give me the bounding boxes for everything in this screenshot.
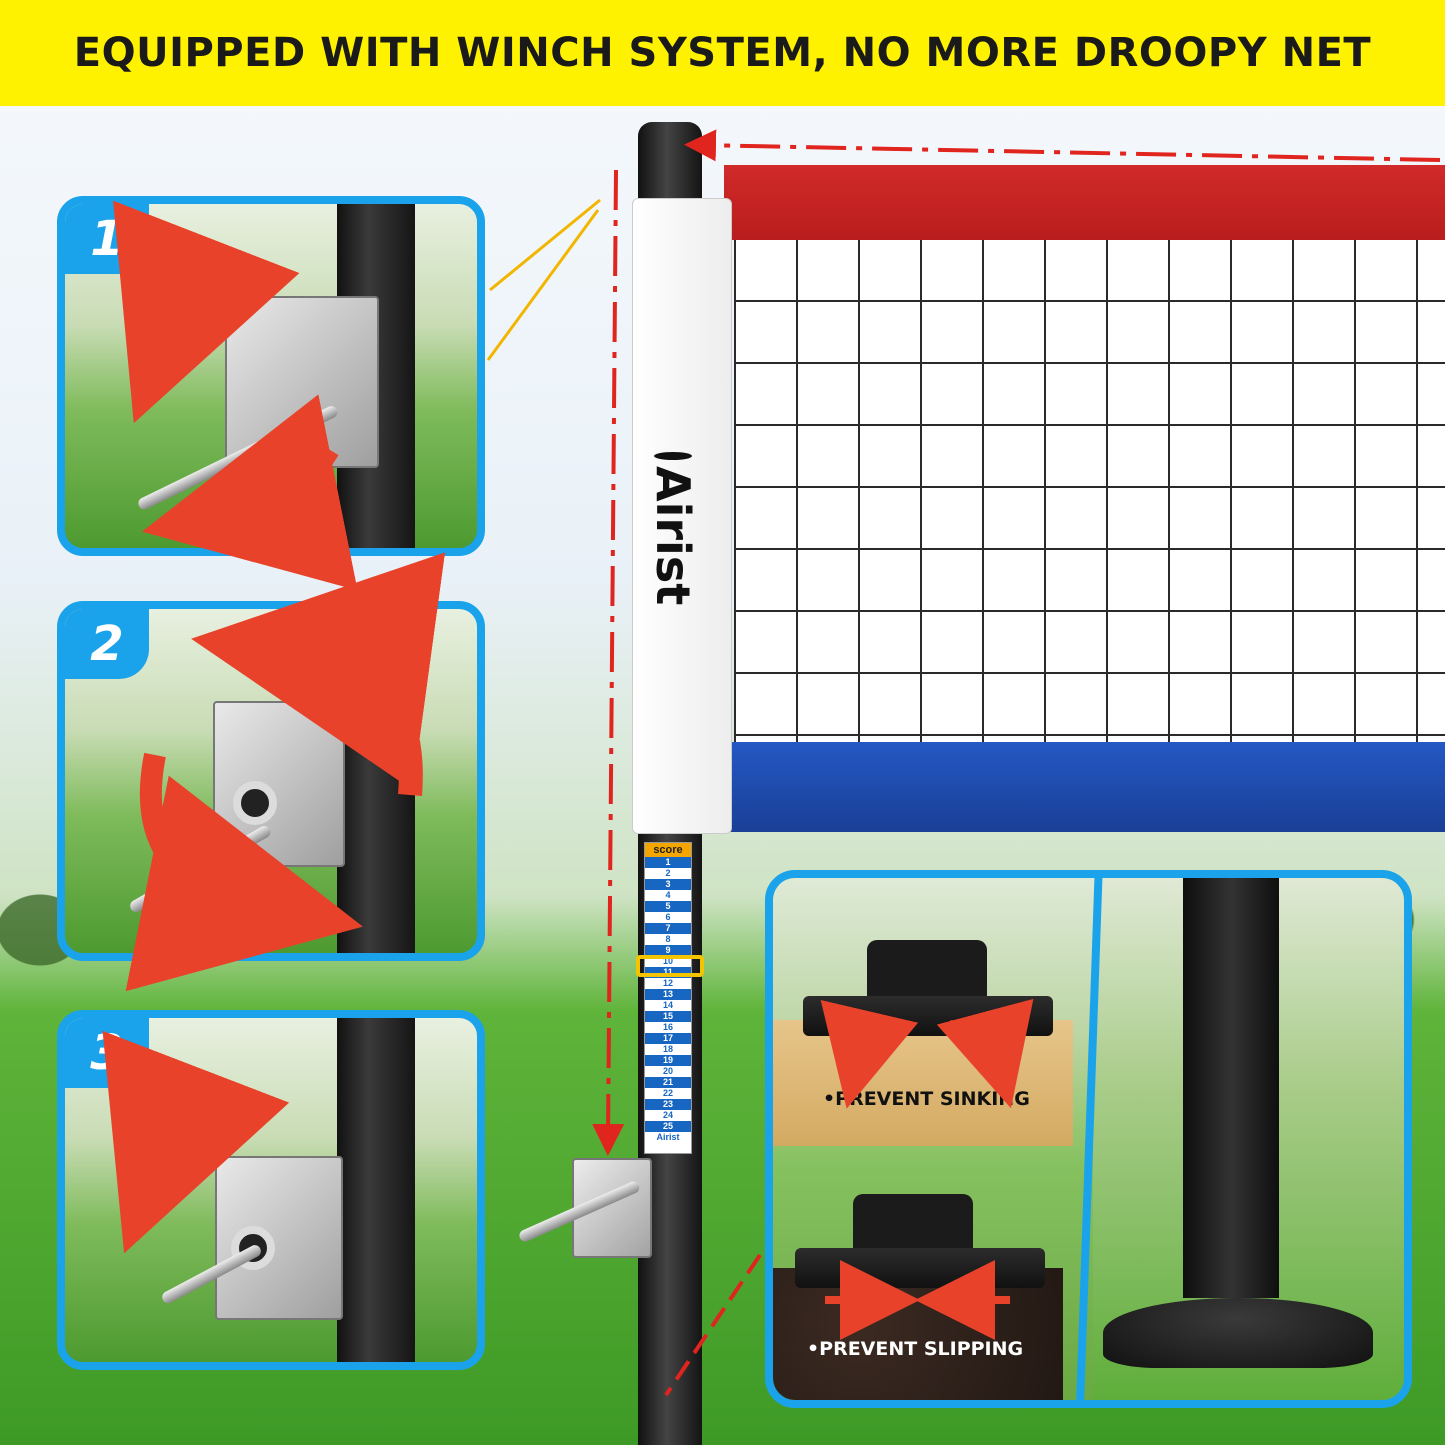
step-3-badge: 3 [65,1018,149,1088]
score-header: score [645,843,691,857]
step-3-pole [337,1018,415,1362]
step-panel-1: 1 [57,196,485,556]
base-mount-2 [795,1248,1045,1288]
score-row: 7 [645,923,691,934]
tension-path-arrow-icon [684,129,1441,162]
pole-sleeve [632,198,732,834]
winch-handle-icon [128,823,273,915]
score-row: 10 [645,956,691,967]
airist-logo-icon [654,452,692,460]
score-row: 14 [645,1000,691,1011]
net-top-band [724,165,1445,240]
score-footer: Airist [656,1132,680,1142]
score-row: 24 [645,1110,691,1121]
tension-path-down-arrow-icon [592,169,625,1156]
step-2-number: 2 [90,616,124,672]
guy-rope [486,198,601,361]
step-2-pole [337,609,415,953]
score-clip [636,955,704,977]
score-row: 18 [645,1044,691,1055]
score-row: 16 [645,1022,691,1033]
brand-logo: Airist [646,452,700,605]
score-row: 11 [645,967,691,978]
step-panel-3: 3 [57,1010,485,1370]
step-1-number: 1 [90,211,124,267]
banner-title: EQUIPPED WITH WINCH SYSTEM, NO MORE DROO… [73,30,1372,76]
score-row: 22 [645,1088,691,1099]
prevent-sinking-label: •PREVENT SINKING [823,1088,1030,1110]
base-panel: •PREVENT SINKING •PREVENT SLIPPING [765,870,1412,1408]
step-1-badge: 1 [65,204,149,274]
prevent-slipping-label: •PREVENT SLIPPING [807,1338,1024,1360]
step-3-number: 3 [90,1025,124,1081]
score-row: 4 [645,890,691,901]
top-banner: EQUIPPED WITH WINCH SYSTEM, NO MORE DROO… [0,0,1445,106]
net-mesh [734,240,1445,742]
net-bottom-band [730,742,1445,832]
step-panel-2: 2 [57,601,485,961]
score-row: 25 [645,1121,691,1132]
score-row: 3 [645,879,691,890]
base-closeup-pole [1183,878,1279,1298]
score-row: 2 [645,868,691,879]
base-mount-1 [803,996,1053,1036]
sand-ground [773,1020,1073,1146]
score-row: 6 [645,912,691,923]
score-row: 15 [645,1011,691,1022]
step-2-badge: 2 [65,609,149,679]
base-mount-top-1 [867,940,987,1000]
score-row: 13 [645,989,691,1000]
base-closeup-foot [1103,1298,1373,1368]
gear-icon [233,781,277,825]
score-row: 8 [645,934,691,945]
score-row: 5 [645,901,691,912]
score-row: 9 [645,945,691,956]
score-row: 21 [645,1077,691,1088]
score-row: 23 [645,1099,691,1110]
brand-name: Airist [646,466,700,606]
score-row: 20 [645,1066,691,1077]
score-row: 1 [645,857,691,868]
score-row: 17 [645,1033,691,1044]
step-1-plate [225,296,379,468]
score-row: 19 [645,1055,691,1066]
base-mount-top-2 [853,1194,973,1254]
base-left-section: •PREVENT SINKING •PREVENT SLIPPING [773,878,1093,1400]
score-row: 12 [645,978,691,989]
